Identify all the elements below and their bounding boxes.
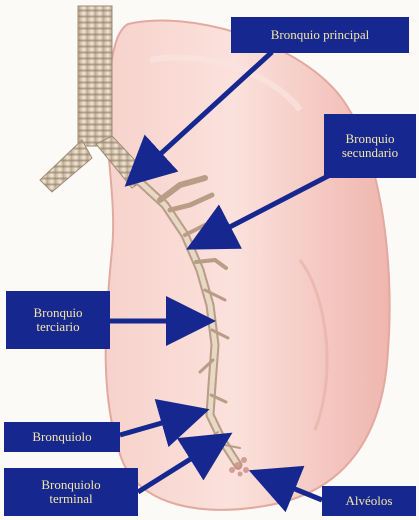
label-bronquio-principal: Bronquio principal — [231, 17, 409, 53]
label-bronquiolo-terminal: Bronquiolo terminal — [4, 468, 138, 516]
label-bronquio-terciario-line2: terciario — [36, 320, 79, 334]
label-bronquio-terciario-line1: Bronquio — [33, 306, 82, 320]
label-bronquio-secundario: Bronquio secundario — [324, 114, 416, 178]
trachea — [78, 6, 112, 146]
label-alveolos: Alvéolos — [322, 486, 416, 516]
lung-shape — [106, 21, 390, 510]
label-alveolos-text: Alvéolos — [346, 494, 393, 508]
label-bronquio-terciario: Bronquio terciario — [6, 291, 110, 349]
label-bronquiolo-terminal-line1: Bronquiolo — [41, 478, 100, 492]
label-bronquiolo-terminal-line2: terminal — [49, 492, 92, 506]
label-bronquio-principal-text: Bronquio principal — [271, 28, 370, 42]
label-bronquio-secundario-line1: Bronquio — [345, 132, 394, 146]
label-bronquiolo-text: Bronquiolo — [32, 430, 91, 444]
label-bronquio-secundario-line2: secundario — [342, 146, 398, 160]
label-bronquiolo: Bronquiolo — [4, 422, 120, 452]
